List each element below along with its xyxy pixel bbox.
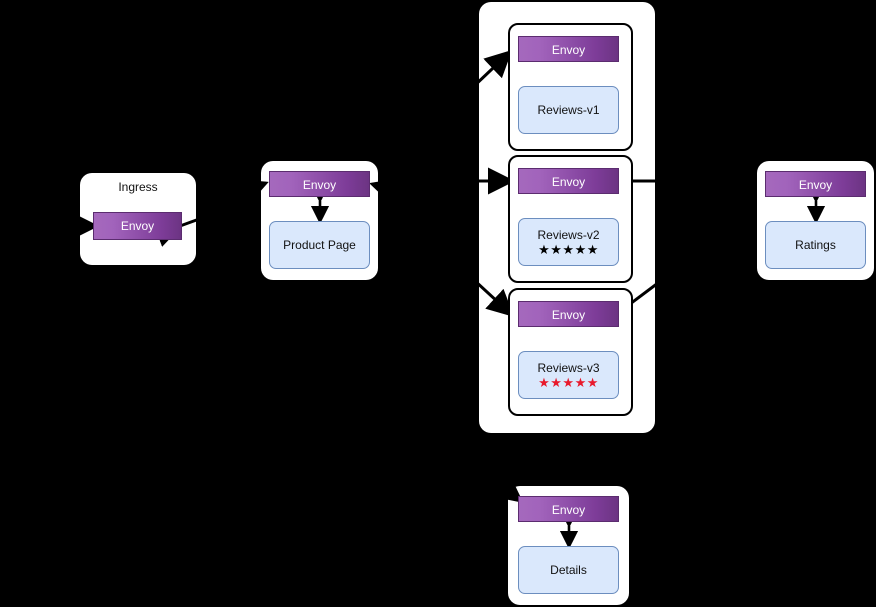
productpage-service-label: Product Page <box>283 237 356 252</box>
reviews-v2-service[interactable]: Reviews-v2 ★★★★★ <box>518 218 619 266</box>
reviews-v3-envoy[interactable]: Envoy <box>518 301 619 327</box>
ratings-envoy[interactable]: Envoy <box>765 171 866 197</box>
reviews-v1-service-label: Reviews-v1 <box>537 102 600 117</box>
details-service[interactable]: Details <box>518 546 619 594</box>
ingress-envoy[interactable]: Envoy <box>93 212 182 240</box>
reviews-v3-service-label: Reviews-v3 <box>537 360 600 375</box>
reviews-v3-rating-stars: ★★★★★ <box>538 374 599 390</box>
reviews-v1-envoy[interactable]: Envoy <box>518 36 619 62</box>
ratings-service[interactable]: Ratings <box>765 221 866 269</box>
ingress-label: Ingress <box>118 180 158 194</box>
reviews-v2-envoy[interactable]: Envoy <box>518 168 619 194</box>
reviews-v3-service[interactable]: Reviews-v3 ★★★★★ <box>518 351 619 399</box>
ratings-service-label: Ratings <box>795 237 836 252</box>
details-envoy[interactable]: Envoy <box>518 496 619 522</box>
reviews-v2-service-label: Reviews-v2 <box>537 227 600 242</box>
productpage-envoy[interactable]: Envoy <box>269 171 370 197</box>
reviews-v1-service[interactable]: Reviews-v1 <box>518 86 619 134</box>
reviews-v2-rating-stars: ★★★★★ <box>538 241 599 257</box>
details-service-label: Details <box>550 562 587 577</box>
productpage-service[interactable]: Product Page <box>269 221 370 269</box>
